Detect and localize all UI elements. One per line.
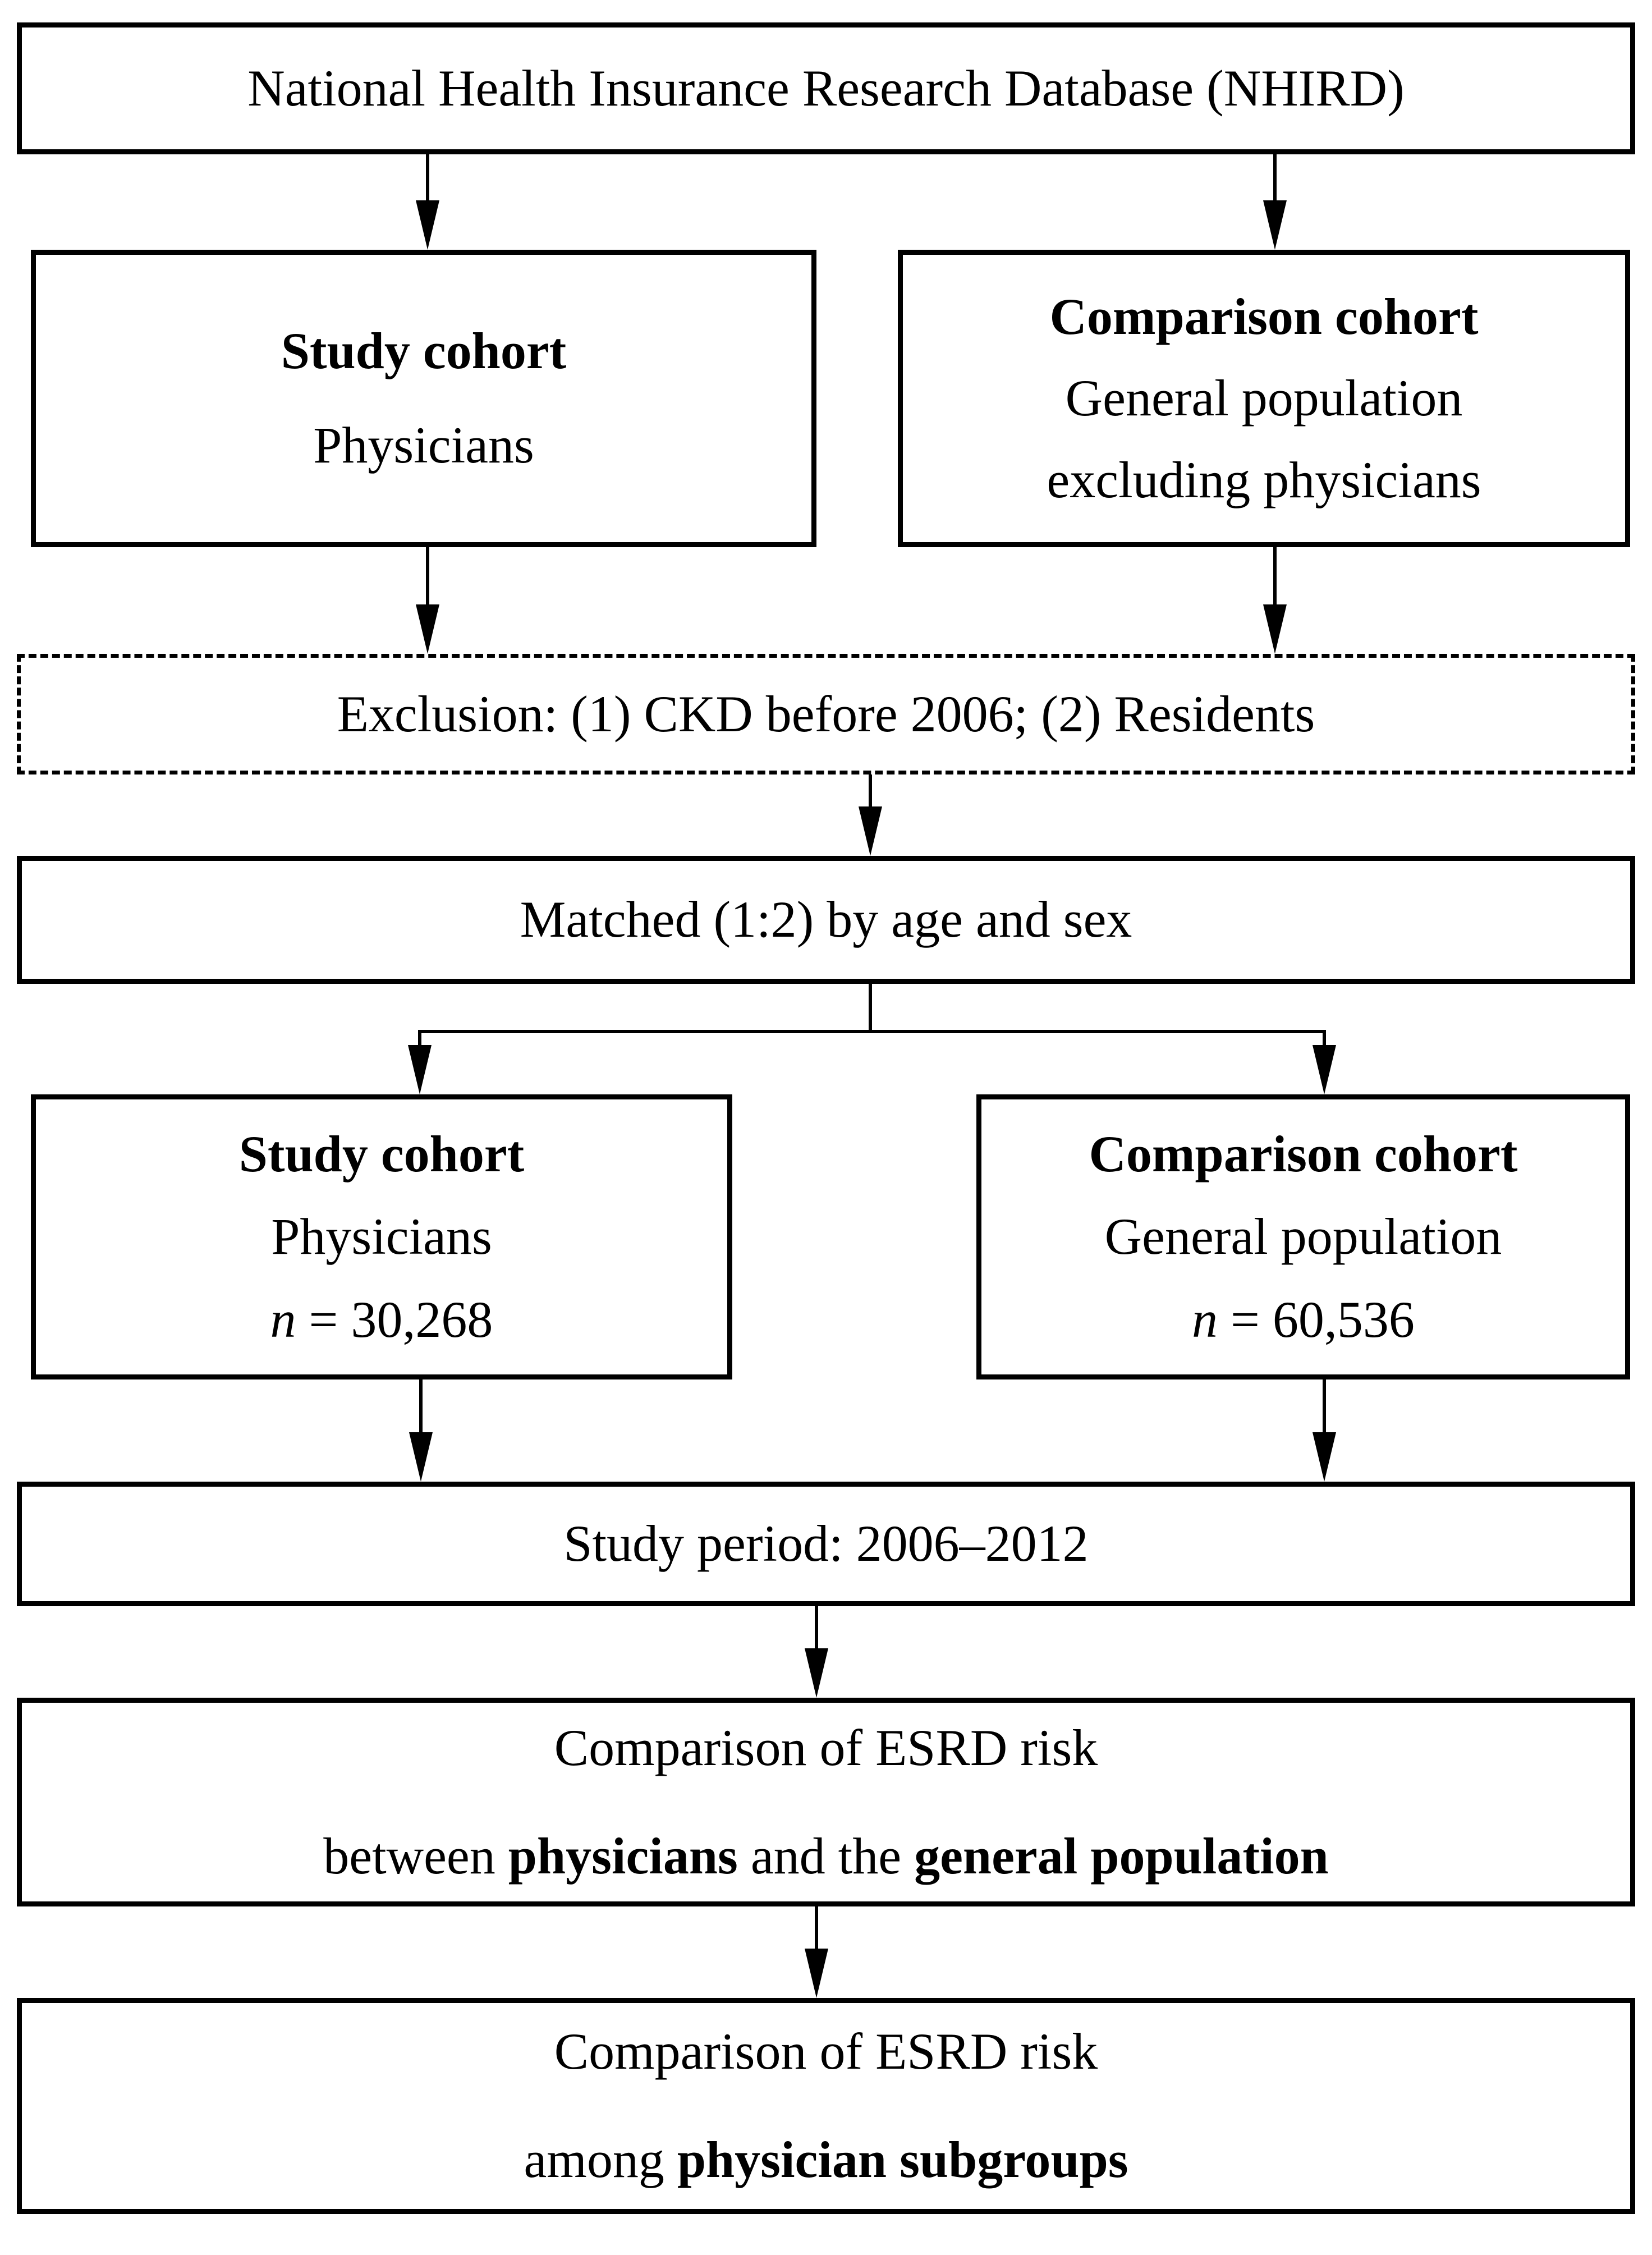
study-cohort-n-value: = 30,268 [296,1290,493,1348]
study-cohort-initial-subtitle: Physicians [313,416,534,474]
box-esrd-overall: Comparison of ESRD risk between physicia… [17,1698,1635,1906]
arrow-line-matched-to-comparison-cohort [1323,1030,1326,1048]
box-exclusion: Exclusion: (1) CKD before 2006; (2) Resi… [17,654,1635,774]
arrow-head-comparison-to-exclusion [1263,604,1287,654]
box-study-period: Study period: 2006–2012 [17,1482,1635,1606]
box-comparison-cohort-initial: Comparison cohort General population exc… [898,250,1630,547]
study-cohort-matched-n: n = 30,268 [270,1292,493,1348]
arrow-line-comparison-to-exclusion [1273,547,1277,606]
arrow-line-exclusion-to-matched [869,774,872,809]
arrow-head-matched-to-comparison-cohort [1313,1045,1336,1094]
arrow-line-esrd-overall-to-subgroups [815,1906,818,1950]
comparison-cohort-matched-n: n = 60,536 [1192,1292,1415,1348]
study-cohort-n-symbol: n [270,1290,296,1348]
comparison-cohort-matched-title: Comparison cohort [1089,1125,1518,1182]
esrd-subgroups-line2-pre: among [524,2131,677,2188]
study-cohort-matched-subtitle: Physicians [271,1208,492,1266]
arrow-line-matched-to-study-cohort [418,1030,421,1048]
comparison-cohort-initial-subtitle: General population [1065,369,1463,427]
box-study-cohort-initial: Study cohort Physicians [31,250,816,547]
matched-text: Matched (1:2) by age and sex [520,891,1132,948]
box-esrd-subgroups: Comparison of ESRD risk among physician … [17,1998,1635,2214]
box-comparison-cohort-matched: Comparison cohort General population n =… [976,1094,1630,1379]
esrd-overall-line2-bold2: general population [914,1827,1329,1885]
box-matched: Matched (1:2) by age and sex [17,856,1635,984]
arrow-line-nhird-to-comparison-cohort [1273,154,1277,205]
esrd-overall-line2-bold1: physicians [508,1827,738,1885]
box-study-cohort-matched: Study cohort Physicians n = 30,268 [31,1094,732,1379]
arrow-line-comparison-to-period [1323,1379,1326,1434]
arrow-head-period-to-esrd-overall [805,1648,828,1698]
arrow-head-study-to-period [409,1432,433,1482]
esrd-subgroups-line1: Comparison of ESRD risk [554,2023,1098,2080]
arrow-head-exclusion-to-matched [859,806,882,856]
connector-crossbar [418,1030,1326,1033]
arrow-head-nhird-to-comparison-cohort [1263,200,1287,250]
arrow-line-period-to-esrd-overall [815,1606,818,1650]
esrd-overall-line2-pre: between [323,1827,508,1885]
arrow-line-nhird-to-study-cohort [426,154,429,205]
esrd-overall-line2-mid: and the [737,1827,915,1885]
study-cohort-initial-title: Study cohort [281,322,567,380]
comparison-cohort-initial-title: Comparison cohort [1049,287,1479,345]
comparison-cohort-initial-subtitle2: excluding physicians [1047,451,1481,508]
box-nhird: National Health Insurance Research Datab… [17,22,1635,154]
nhird-text: National Health Insurance Research Datab… [247,59,1405,117]
arrow-line-study-to-exclusion [426,547,429,606]
study-period-text: Study period: 2006–2012 [563,1515,1089,1573]
connector-stem [869,984,872,1033]
arrow-head-comparison-to-period [1313,1432,1336,1482]
esrd-overall-line1: Comparison of ESRD risk [554,1718,1098,1776]
arrow-head-matched-to-study-cohort [408,1045,432,1094]
arrow-head-nhird-to-study-cohort [416,200,439,250]
arrow-head-esrd-overall-to-subgroups [805,1949,828,1998]
comparison-cohort-n-value: = 60,536 [1218,1290,1415,1348]
esrd-subgroups-line2-bold1: physician subgroups [677,2131,1128,2188]
exclusion-text: Exclusion: (1) CKD before 2006; (2) Resi… [337,685,1315,742]
study-cohort-matched-title: Study cohort [238,1125,525,1182]
comparison-cohort-n-symbol: n [1192,1290,1218,1348]
esrd-overall-line2: between physicians and the general popul… [323,1827,1329,1885]
esrd-subgroups-line2: among physician subgroups [524,2131,1128,2188]
comparison-cohort-matched-subtitle: General population [1104,1208,1502,1266]
arrow-line-study-to-period [419,1379,423,1434]
arrow-head-study-to-exclusion [416,604,439,654]
